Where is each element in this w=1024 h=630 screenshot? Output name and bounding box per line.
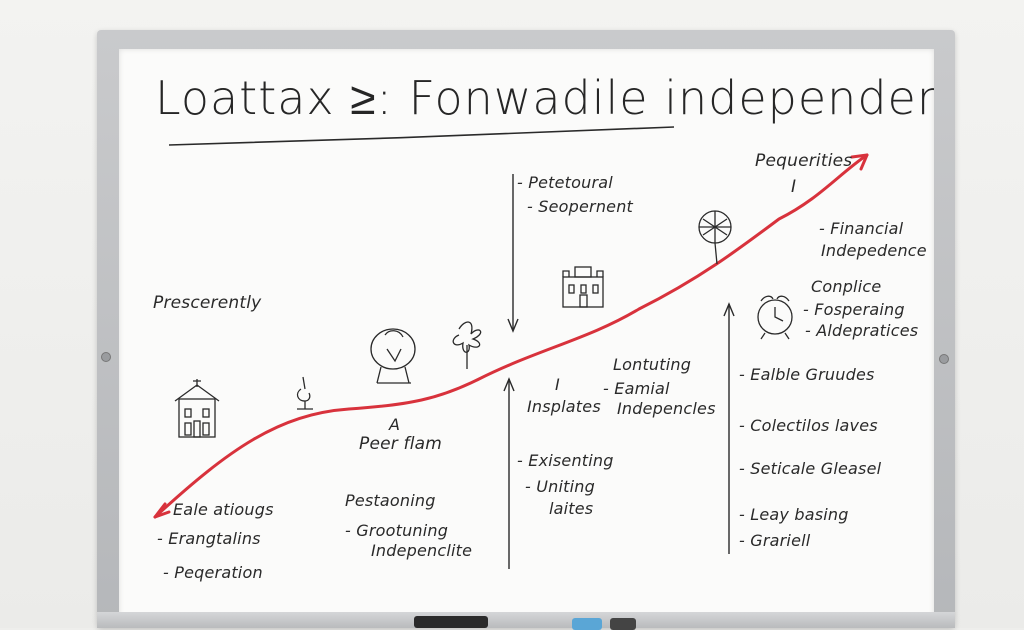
peer-mark: A: [389, 415, 401, 434]
bottom-right-item-1: - Ealble Gruudes: [739, 365, 875, 384]
left-label: Prescerently: [153, 293, 262, 313]
mid-label-line-2: - Eamial: [603, 379, 670, 398]
center-top-item-1: - Petetoural: [517, 173, 613, 192]
frame-screw-left: [101, 352, 111, 362]
right-list-2-item-1: Conplice: [811, 277, 882, 296]
curve-arrow-end: [850, 153, 869, 171]
mid-right-label: Insplates: [527, 397, 601, 416]
curve-arrow-start: [153, 502, 171, 519]
up-arrow-right-head: [723, 302, 735, 317]
down-arrow-head: [507, 318, 519, 333]
frame-screw-right: [939, 354, 949, 364]
bottom-left-item-1: Eale atiougs: [173, 500, 274, 519]
bottom-right-item-3: - Seticale Gleasel: [739, 459, 882, 478]
black-marker[interactable]: [414, 616, 488, 628]
marker-tray: [97, 612, 955, 628]
growth-curve: [153, 153, 869, 519]
bottom-left-item-2: - Erangtalins: [157, 529, 261, 548]
board-title: Loattax ≥: Fonwadile independence: [155, 71, 934, 125]
right-list-1-item-1: - Financial: [819, 219, 904, 238]
building-icon: [174, 379, 220, 438]
center-top-item-2: - Seopernent: [527, 197, 634, 216]
flower-icon: [452, 321, 482, 369]
bottom-center-item-3: laites: [549, 499, 594, 518]
dark-marker[interactable]: [610, 618, 636, 630]
tree-icon: [698, 210, 732, 265]
alarm-clock-icon: [757, 295, 793, 340]
bottom-mid-item-3: Indepenclite: [371, 541, 473, 560]
up-arrow-center-head: [503, 377, 515, 392]
bottom-right-item-5: - Grariell: [739, 531, 811, 550]
bottom-center-item-1: - Exisenting: [517, 451, 614, 470]
bottom-mid-item-2: - Grootuning: [345, 521, 449, 540]
top-right-mark: I: [791, 177, 797, 197]
blue-marker[interactable]: [572, 618, 602, 630]
peer-label: Peer flam: [359, 434, 443, 454]
person-icon: [370, 328, 416, 384]
lamp-icon: [296, 376, 313, 410]
castle-icon: [562, 266, 604, 308]
top-right-heading: Pequerities: [755, 151, 853, 171]
right-list-2-item-3: - Aldepratices: [805, 321, 919, 340]
bottom-left-item-3: - Peqeration: [163, 563, 263, 582]
board-drawings: [153, 126, 869, 569]
right-list-2-item-2: - Fosperaing: [803, 300, 905, 319]
whiteboard-surface: Loattax ≥: Fonwadile independence Pequer…: [119, 49, 934, 619]
bottom-center-item-2: - Uniting: [525, 477, 595, 496]
mid-label-line-3: Indepencles: [617, 399, 716, 418]
bottom-mid-item-1: Pestaoning: [345, 491, 436, 510]
bottom-right-item-2: - Colectilos laves: [739, 416, 878, 435]
right-list-1-item-2: Indepedence: [821, 241, 927, 260]
mid-right-mark: I: [555, 375, 560, 394]
bottom-right-item-4: - Leay basing: [739, 505, 849, 524]
mid-label-line-1: Lontuting: [613, 355, 692, 374]
title-underline: [168, 126, 675, 146]
